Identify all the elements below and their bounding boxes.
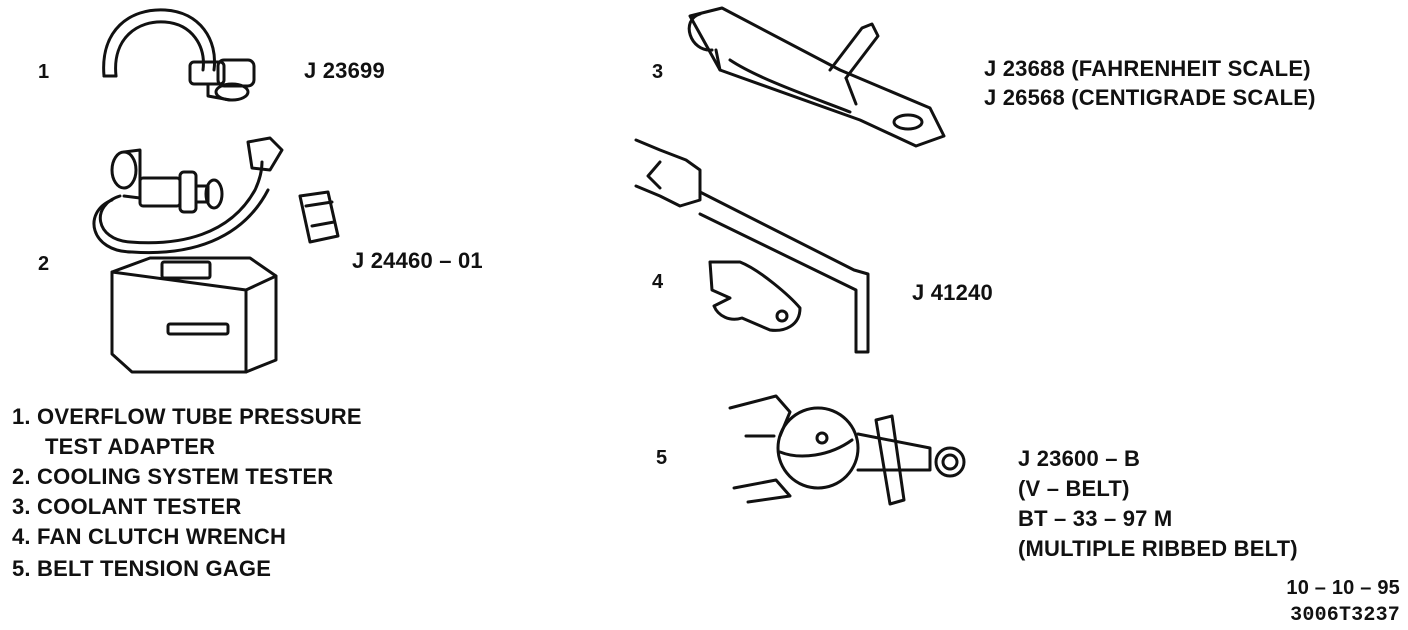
legend-item-2: 2. COOLING SYSTEM TESTER <box>12 464 334 489</box>
tool-5-part-line-1: J 23600 – B <box>1018 446 1141 471</box>
tool-2-part-number: J 24460 – 01 <box>352 248 483 273</box>
cooling-system-tester-icon <box>94 138 338 372</box>
tool-3-part-line-2: J 26568 (CENTIGRADE SCALE) <box>984 85 1316 110</box>
tool-5-part-line-4: (MULTIPLE RIBBED BELT) <box>1018 536 1298 561</box>
tool-3-part-line-1: J 23688 (FAHRENHEIT SCALE) <box>984 56 1311 81</box>
tool-5-number: 5 <box>656 447 668 469</box>
footer-date: 10 – 10 – 95 <box>1286 577 1400 599</box>
tool-2-number: 2 <box>38 253 50 275</box>
coolant-tester-icon <box>689 8 944 146</box>
belt-tension-gage-icon <box>730 396 964 504</box>
tool-4-number: 4 <box>652 271 664 293</box>
legend-item-4: 4. FAN CLUTCH WRENCH <box>12 524 287 549</box>
tool-5-part-line-2: (V – BELT) <box>1018 476 1130 501</box>
fan-clutch-wrench-icon <box>636 140 868 352</box>
tool-4-part-number: J 41240 <box>912 280 993 305</box>
footer-code: 3006T3237 <box>1290 604 1400 627</box>
legend-item-1-continued: TEST ADAPTER <box>45 434 216 459</box>
tool-5-part-line-3: BT – 33 – 97 M <box>1018 506 1173 531</box>
legend-item-3: 3. COOLANT TESTER <box>12 494 242 519</box>
legend-item-5: 5. BELT TENSION GAGE <box>12 556 272 581</box>
overflow-tube-adapter-icon <box>104 10 254 100</box>
tool-1-part-number: J 23699 <box>304 58 385 83</box>
tool-3-number: 3 <box>652 61 664 83</box>
tool-1-number: 1 <box>38 61 50 83</box>
legend-item-1: 1. OVERFLOW TUBE PRESSURE <box>12 404 362 429</box>
